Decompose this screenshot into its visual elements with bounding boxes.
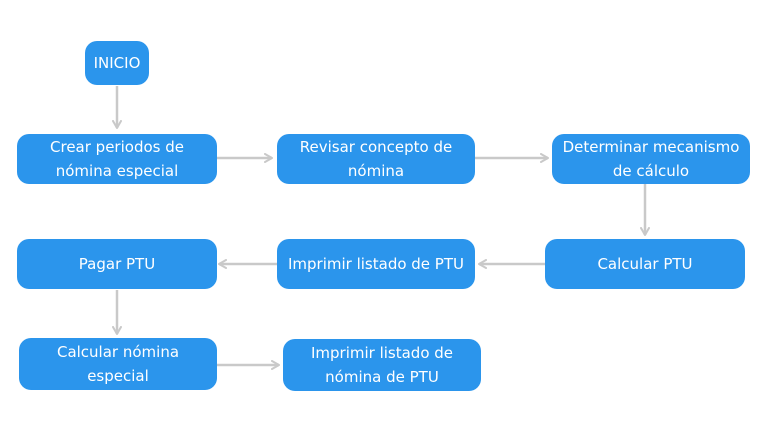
- node-imprimir-listado-nomina-ptu: Imprimir listado de nómina de PTU: [283, 339, 481, 391]
- node-calcular-ptu: Calcular PTU: [545, 239, 745, 289]
- node-inicio-label: INICIO: [93, 54, 141, 72]
- node-crear-periodos-label: Crear periodos de nómina especial: [50, 138, 184, 180]
- node-inicio: INICIO: [85, 41, 149, 85]
- node-calcular-nomina-especial-label: Calcular nómina especial: [56, 343, 180, 385]
- node-calcular-nomina-especial: Calcular nómina especial: [19, 338, 217, 390]
- node-imprimir-listado-ptu: Imprimir listado de PTU: [277, 239, 475, 289]
- node-revisar-concepto: Revisar concepto de nómina: [277, 134, 475, 184]
- node-revisar-concepto-label: Revisar concepto de nómina: [299, 138, 453, 180]
- node-calcular-ptu-label: Calcular PTU: [597, 255, 693, 273]
- node-determinar-mecanismo-label: Determinar mecanismo de cálculo: [562, 138, 740, 180]
- node-pagar-ptu: Pagar PTU: [17, 239, 217, 289]
- node-crear-periodos: Crear periodos de nómina especial: [17, 134, 217, 184]
- node-imprimir-listado-ptu-label: Imprimir listado de PTU: [287, 255, 464, 273]
- node-pagar-ptu-label: Pagar PTU: [78, 255, 156, 273]
- node-imprimir-listado-nomina-ptu-label: Imprimir listado de nómina de PTU: [310, 344, 454, 386]
- node-determinar-mecanismo: Determinar mecanismo de cálculo: [552, 134, 750, 184]
